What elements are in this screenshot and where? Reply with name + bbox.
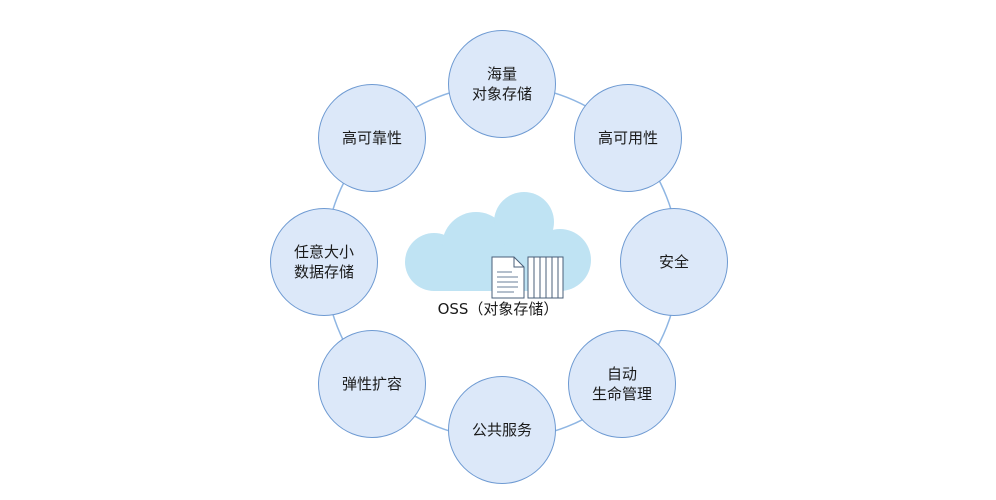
- node-label-line: 安全: [658, 253, 689, 271]
- node-label-line: 自动: [606, 365, 637, 383]
- node-label-line: 弹性扩容: [341, 375, 402, 393]
- node-auto-lifecycle: 自动 生命管理: [568, 330, 676, 438]
- node-massive-object-storage: 海量 对象存储: [448, 30, 556, 138]
- node-label-line: 生命管理: [591, 385, 652, 403]
- node-label-line: 任意大小: [293, 243, 354, 261]
- node-label-line: 海量: [486, 65, 517, 83]
- node-public-service: 公共服务: [448, 376, 556, 484]
- node-label-line: 公共服务: [471, 421, 532, 439]
- node-label-line: 高可用性: [597, 129, 658, 147]
- node-high-reliability: 高可靠性: [318, 84, 426, 192]
- node-security: 安全: [620, 208, 728, 316]
- node-label-line: 数据存储: [293, 263, 354, 281]
- node-any-size-storage: 任意大小 数据存储: [270, 208, 378, 316]
- document-stack-icon: [491, 256, 564, 299]
- node-elastic-scaling: 弹性扩容: [318, 330, 426, 438]
- node-label-line: 对象存储: [471, 85, 532, 103]
- center-caption: OSS（对象存储）: [437, 300, 559, 318]
- node-label-line: 高可靠性: [341, 129, 402, 147]
- node-high-availability: 高可用性: [574, 84, 682, 192]
